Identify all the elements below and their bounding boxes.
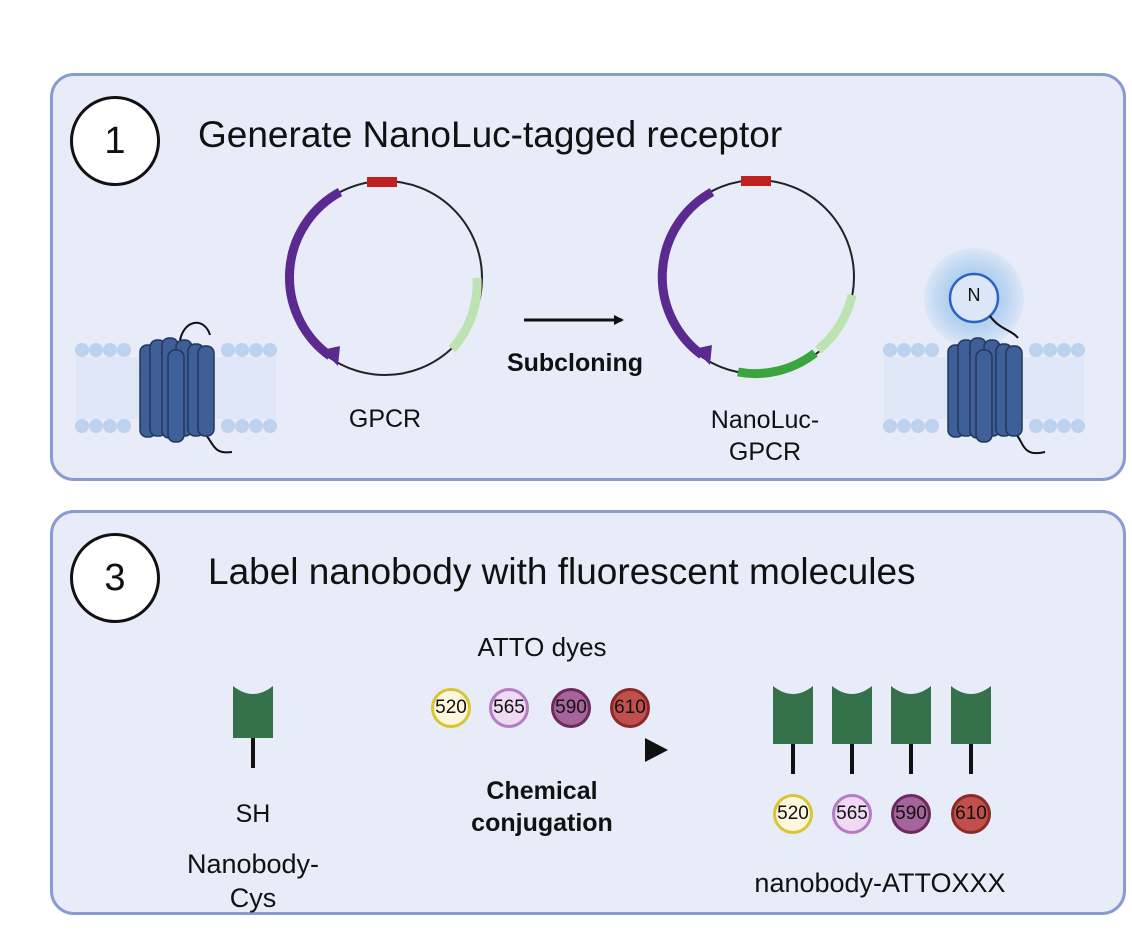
nanobody-products xyxy=(773,686,991,774)
dye-590: 590 xyxy=(551,688,591,728)
atto-dyes-title: ATTO dyes xyxy=(477,632,607,662)
conjugation-arrowhead xyxy=(645,738,668,762)
nanoluc-glow xyxy=(924,248,1024,348)
step-number-1: 1 xyxy=(70,96,160,186)
chemical-conjugation-label: Chemical conjugation xyxy=(471,777,613,837)
plasmid-nanoluc-gpcr xyxy=(657,176,857,379)
conjugated-dye-520: 520 xyxy=(773,794,813,834)
conjugated-dye-590: 590 xyxy=(891,794,931,834)
step-number-3: 3 xyxy=(70,533,160,623)
product-label: nanobody-ATTOXXX xyxy=(754,868,1006,898)
thiol-label: SH xyxy=(235,800,271,828)
subcloning-label: Subcloning xyxy=(506,349,644,377)
nanobody-cys-label: Nanobody- Cys xyxy=(186,849,320,913)
nanoluc-gpcr-plasmid-label: NanoLuc- GPCR xyxy=(710,406,820,466)
conjugated-dye-565: 565 xyxy=(832,794,872,834)
gpcr-plasmid-label: GPCR xyxy=(348,405,422,433)
nanoluc-tag-label: N xyxy=(967,285,981,305)
gpcr-receptor-right xyxy=(947,337,1046,455)
nanobody-cys-shape xyxy=(233,686,273,768)
dye-610: 610 xyxy=(610,688,650,728)
dye-520: 520 xyxy=(431,688,471,728)
conjugated-dye-610: 610 xyxy=(951,794,991,834)
step3-title: Label nanobody with fluorescent molecule… xyxy=(208,551,916,592)
plasmid-gpcr xyxy=(285,177,483,376)
dye-565: 565 xyxy=(489,688,529,728)
gpcr-receptor-left xyxy=(139,321,233,454)
step1-title: Generate NanoLuc-tagged receptor xyxy=(198,114,783,155)
